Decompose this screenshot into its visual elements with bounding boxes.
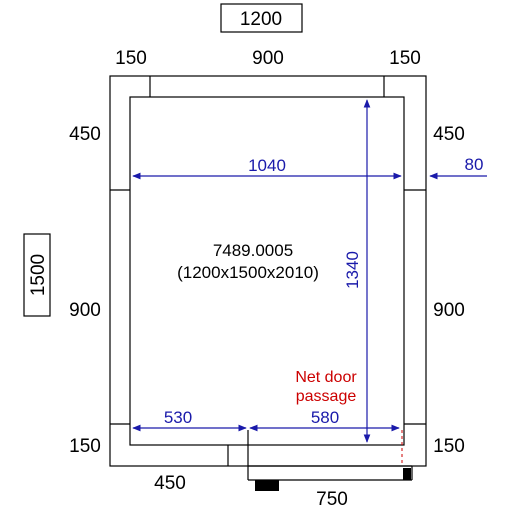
- bottom-left-dim: 450: [154, 473, 186, 494]
- door-handle-block: [403, 468, 411, 480]
- overall-depth-label: 1500: [28, 254, 49, 296]
- left-upper-dim: 450: [69, 124, 101, 145]
- door-hinge-block: [255, 480, 279, 491]
- wall-thickness-dim: 80: [465, 155, 484, 174]
- door-note-line1: Net door: [295, 369, 357, 386]
- model-size-label: (1200x1500x2010): [177, 263, 319, 282]
- inner-left-segment-dim: 530: [164, 408, 192, 427]
- inner-right-segment-dim: 580: [311, 408, 339, 427]
- inner-width-dim: 1040: [248, 156, 286, 175]
- overall-width-label: 1200: [240, 9, 282, 30]
- door-note-line2: passage: [296, 388, 357, 405]
- inner-depth-dim: 1340: [343, 251, 362, 289]
- left-middle-dim: 900: [69, 300, 101, 321]
- bottom-door-dim: 750: [316, 489, 348, 510]
- overall-depth-box: [23, 233, 51, 317]
- top-right-dim: 150: [389, 48, 421, 69]
- model-code-label: 7489.0005: [213, 241, 293, 260]
- left-lower-dim: 150: [69, 436, 101, 457]
- right-middle-dim: 900: [433, 300, 465, 321]
- overall-width-box: [220, 3, 303, 33]
- right-lower-dim: 150: [433, 436, 465, 457]
- right-upper-dim: 450: [433, 124, 465, 145]
- top-center-dim: 900: [252, 48, 284, 69]
- top-left-dim: 150: [115, 48, 147, 69]
- inner-wall: [129, 96, 405, 446]
